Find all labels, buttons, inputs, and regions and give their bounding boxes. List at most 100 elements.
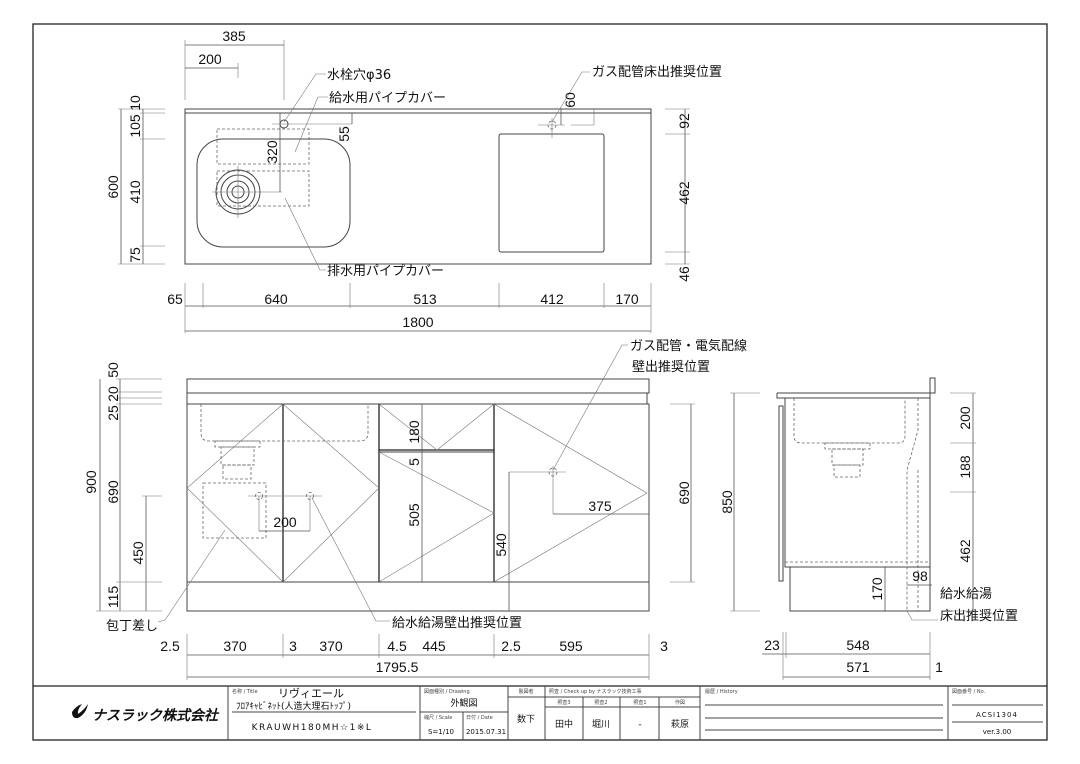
dim-595: 595: [559, 638, 583, 654]
dim-20: 20: [105, 386, 121, 402]
drain-pipe-cover: [216, 170, 310, 207]
dim-571: 571: [846, 659, 870, 675]
dim-3-b: 3: [660, 638, 668, 654]
author: 萩原: [671, 719, 689, 730]
dim-690-right: 690: [676, 481, 692, 505]
label-floor-water-1: 給水給湯: [940, 587, 992, 602]
dim-375: 375: [588, 498, 612, 514]
product-subtitle: ﾌﾛｱｷｬﾋﾞﾈｯﾄ(人造大理石ﾄｯﾌﾟ): [236, 700, 351, 712]
dim-170-side: 170: [869, 577, 885, 601]
label-gas-floor-position: ガス配管床出推奨位置: [592, 65, 722, 80]
date-value: 2015.07.31: [466, 728, 506, 736]
dim-188: 188: [957, 455, 973, 479]
history-label: 履歴 / History: [705, 689, 738, 695]
dim-105: 105: [127, 114, 143, 138]
check-col-3: 照査3: [557, 699, 570, 706]
dim-540: 540: [493, 533, 509, 557]
dim-548: 548: [846, 637, 870, 653]
company-logo: ナスラック株式会社: [72, 704, 220, 724]
dim-92: 92: [676, 113, 692, 129]
label-gas-electric-1: ガス配管・電気配線: [630, 338, 747, 354]
dim-1800: 1800: [402, 314, 433, 330]
title-label: 名称 / Title: [232, 688, 258, 695]
scale-value: S=1/10: [428, 728, 454, 736]
dim-115: 115: [105, 586, 121, 609]
dim-412: 412: [540, 291, 564, 307]
dim-320: 320: [264, 140, 280, 164]
dim-200: 200: [198, 51, 222, 67]
dim-60: 60: [562, 92, 578, 108]
front-view: 200 375 540 180 5 505 ガス配管・電気配線 壁出推奨位置 給…: [83, 338, 747, 680]
dim-462-side: 462: [957, 539, 973, 563]
label-supply-pipe-cover: 給水用パイプカバー: [329, 91, 446, 106]
dim-23: 23: [764, 637, 780, 653]
drain-icon: [212, 166, 282, 218]
knife-holder: [202, 482, 267, 539]
dim-850: 850: [719, 490, 735, 514]
dim-1: 1: [935, 659, 943, 675]
dim-1795-5: 1795.5: [376, 659, 419, 675]
dim-65: 65: [167, 291, 183, 307]
gas-point-icon: [538, 118, 565, 138]
sink-hidden: [200, 404, 369, 442]
check-col-author: 作図: [675, 699, 685, 706]
cabinet-body: [186, 403, 650, 612]
dim-10: 10: [127, 95, 143, 111]
number-label: 図面番号 / No.: [952, 688, 986, 695]
countertop-side: [776, 377, 936, 399]
dim-445: 445: [422, 638, 446, 654]
dim-25: 25: [105, 405, 121, 421]
dim-370-a: 370: [223, 638, 247, 654]
dim-505: 505: [406, 503, 422, 527]
scale-label: 縮尺 / Scale: [424, 714, 452, 721]
drawing-type: 外観図: [450, 697, 477, 709]
countertop-plan: [184, 108, 652, 265]
label-gas-electric-2: 壁出推奨位置: [632, 360, 710, 375]
version: ver.3.00: [983, 728, 1012, 736]
side-view: 給水給湯 床出推奨位置 850 200 188 462 170 98 23 54…: [719, 377, 1018, 680]
dim-600: 600: [105, 175, 121, 199]
supply-pipe-cover: [216, 128, 310, 165]
drafter-label: 製図者: [518, 688, 533, 695]
drawing-number: ACSI1304: [976, 711, 1018, 719]
dim-450: 450: [130, 541, 146, 565]
cabinet-side: [784, 397, 931, 568]
hob-area: [498, 133, 605, 253]
dim-690: 690: [105, 480, 121, 504]
company-name: ナスラック株式会社: [92, 707, 220, 724]
dim-385: 385: [222, 28, 246, 44]
dim-640: 640: [264, 291, 288, 307]
dim-200-side: 200: [957, 406, 973, 430]
dim-98: 98: [912, 568, 928, 584]
product-title: リヴィエール: [278, 686, 344, 700]
door-swing-lines: [186, 403, 380, 583]
dim-50: 50: [105, 362, 121, 378]
dim-2-5-a: 2.5: [160, 638, 180, 654]
sheet-frame: [32, 23, 1048, 741]
label-faucet-hole: 水栓穴φ36: [327, 68, 391, 83]
checker-1: -: [638, 720, 641, 730]
dim-462: 462: [676, 181, 692, 205]
dim-55: 55: [336, 126, 352, 142]
model-number: KRAUWH180MH☆1※L: [252, 723, 373, 733]
dim-75: 75: [127, 247, 143, 263]
countertop-front: [186, 378, 650, 394]
label-floor-water-2: 床出推奨位置: [940, 609, 1018, 624]
logo-icon: [72, 704, 88, 719]
plinth-side: [789, 566, 931, 612]
dim-513: 513: [413, 291, 437, 307]
door-side: [778, 405, 784, 582]
label-water-wall-position: 給水給湯壁出推奨位置: [392, 616, 522, 631]
check-label: 照査 / Check up by ナスラック技術工事: [549, 688, 642, 695]
dim-410: 410: [127, 180, 143, 204]
checker-3: 田中: [555, 718, 573, 730]
dim-5: 5: [406, 458, 422, 466]
drafter-name: 数下: [517, 713, 535, 725]
checker-2: 堀川: [592, 719, 610, 730]
dim-4-5: 4.5: [387, 638, 407, 654]
plan-view: 水栓穴φ36 給水用パイプカバー 排水用パイプカバー ガス配管床出推奨位置 38…: [105, 28, 722, 333]
check-col-2: 照査2: [594, 699, 607, 706]
date-label: 日付 / Date: [466, 714, 493, 721]
dim-170: 170: [615, 291, 639, 307]
